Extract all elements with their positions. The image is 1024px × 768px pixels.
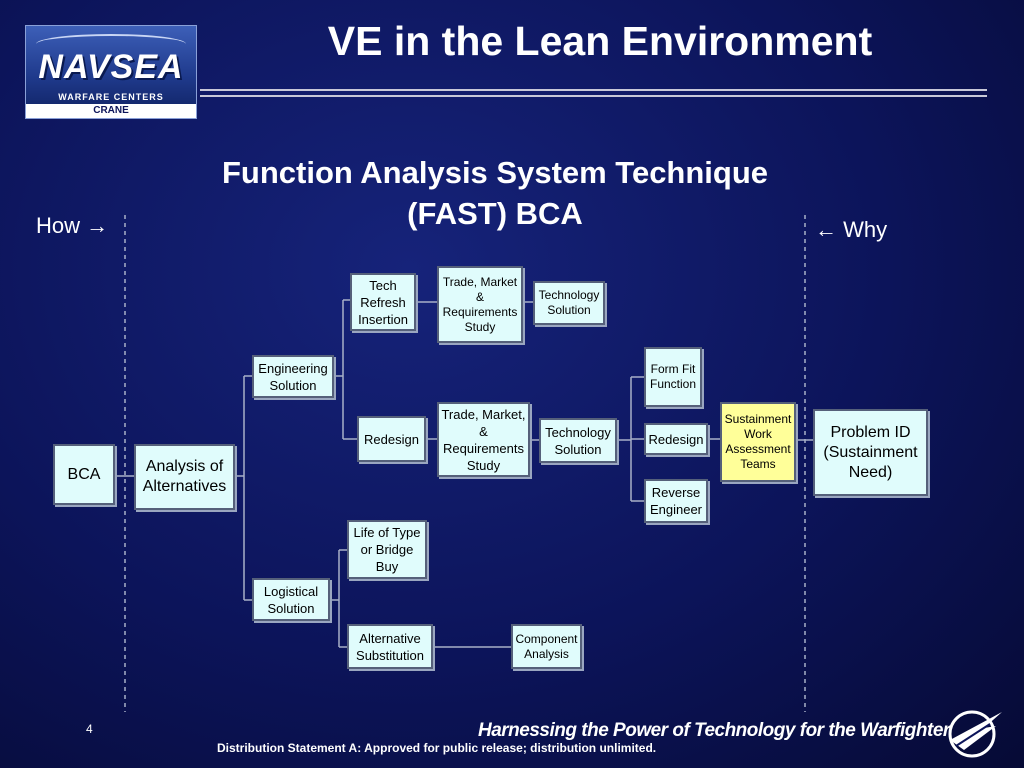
distribution-statement: Distribution Statement A: Approved for p…	[217, 741, 657, 755]
why-label: ← Why	[815, 217, 888, 242]
logo-site-label: CRANE	[26, 104, 196, 118]
eagle-emblem-icon	[948, 710, 1002, 758]
node-logistical-solution: Logistical Solution	[252, 578, 330, 621]
node-redesign-left: Redesign	[357, 416, 426, 462]
node-redesign-right: Redesign	[644, 423, 708, 455]
node-bca: BCA	[53, 444, 115, 505]
how-label: How →	[36, 213, 109, 238]
node-life-of-type-buy: Life of Type or Bridge Buy	[347, 520, 427, 579]
logo-main-text: NAVSEA	[38, 48, 184, 86]
node-trade-market-study-top: Trade, Market & Requirements Study	[437, 266, 523, 343]
navsea-logo: NAVSEA WARFARE CENTERS CRANE	[25, 25, 197, 119]
node-problem-id: Problem ID (Sustainment Need)	[813, 409, 928, 496]
slide-title: VE in the Lean Environment	[327, 18, 873, 64]
footer-tagline: Harnessing the Power of Technology for t…	[478, 720, 950, 741]
node-reverse-engineer: Reverse Engineer	[644, 479, 708, 523]
diagram-subtitle: Function Analysis System Technique (FAST…	[130, 152, 860, 234]
title-rule-bottom	[200, 95, 987, 97]
node-form-fit-function: Form Fit Function	[644, 347, 702, 407]
logo-subtitle: WARFARE CENTERS	[58, 92, 164, 102]
node-engineering-solution: Engineering Solution	[252, 355, 334, 398]
node-sustainment-work-assessment-teams: Sustainment Work Assessment Teams	[720, 402, 796, 482]
logo-swoosh	[36, 34, 186, 54]
subtitle-line-1: Function Analysis System Technique	[221, 155, 769, 190]
node-tech-refresh-insertion: Tech Refresh Insertion	[350, 273, 416, 331]
node-analysis-of-alternatives: Analysis of Alternatives	[134, 444, 235, 510]
node-alternative-substitution: Alternative Substitution	[347, 624, 433, 669]
node-technology-solution-mid: Technology Solution	[539, 418, 617, 463]
node-component-analysis: Component Analysis	[511, 624, 582, 669]
page-number: 4	[86, 722, 93, 736]
node-trade-market-study-mid: Trade, Market, & Requirements Study	[437, 402, 530, 477]
title-rule-top	[200, 89, 987, 91]
subtitle-line-2: (FAST) BCA	[407, 196, 583, 231]
node-technology-solution-top: Technology Solution	[533, 281, 605, 325]
